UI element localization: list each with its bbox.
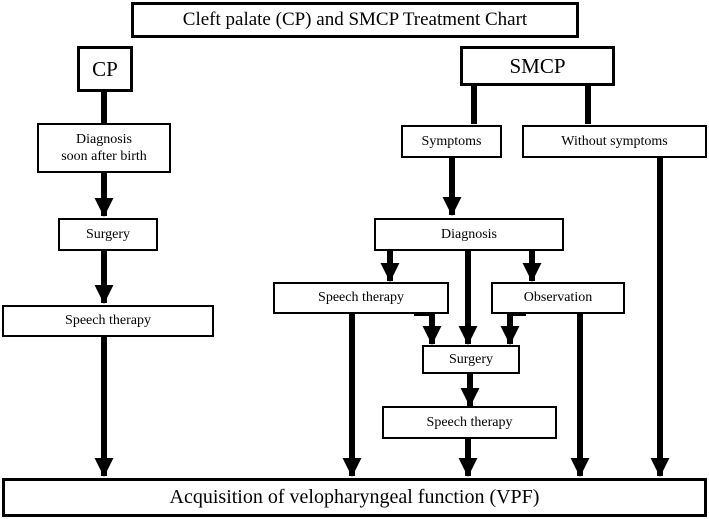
smcp-header-box: SMCP bbox=[460, 46, 615, 86]
chart-title: Cleft palate (CP) and SMCP Treatment Cha… bbox=[131, 2, 579, 38]
cp-diagnosis-label: Diagnosis soon after birth bbox=[61, 131, 147, 165]
smcp-without-symptoms-box: Without symptoms bbox=[522, 125, 707, 158]
smcp-observation-label: Observation bbox=[523, 290, 593, 306]
smcp-surgery-box: Surgery bbox=[422, 345, 520, 374]
smcp-observation-box: Observation bbox=[491, 282, 625, 314]
smcp-symptoms-label: Symptoms bbox=[421, 133, 482, 149]
smcp-symptoms-box: Symptoms bbox=[401, 125, 502, 158]
cp-speech-therapy-box: Speech therapy bbox=[2, 305, 214, 337]
elbow-observation-to-surgery bbox=[500, 310, 526, 345]
cp-surgery-box: Surgery bbox=[58, 218, 158, 251]
smcp-header-label: SMCP bbox=[509, 53, 566, 78]
smcp-surgery-label: Surgery bbox=[448, 351, 494, 367]
smcp-diagnosis-label: Diagnosis bbox=[441, 226, 497, 242]
smcp-final-speech-therapy-box: Speech therapy bbox=[382, 406, 557, 439]
chart-title-text: Cleft palate (CP) and SMCP Treatment Cha… bbox=[182, 9, 528, 31]
elbow-speech-therapy-to-surgery bbox=[414, 310, 442, 345]
smcp-without-symptoms-label: Without symptoms bbox=[561, 133, 668, 149]
cp-speech-therapy-label: Speech therapy bbox=[65, 313, 151, 329]
smcp-final-speech-therapy-label: Speech therapy bbox=[426, 414, 513, 430]
cp-header-box: CP bbox=[77, 46, 133, 92]
smcp-speech-therapy-box: Speech therapy bbox=[273, 282, 449, 314]
smcp-speech-therapy-label: Speech therapy bbox=[318, 290, 404, 306]
cp-header-label: CP bbox=[92, 56, 118, 81]
vpf-outcome-box: Acquisition of velopharyngeal function (… bbox=[2, 478, 707, 517]
cp-surgery-label: Surgery bbox=[85, 226, 131, 242]
smcp-diagnosis-box: Diagnosis bbox=[374, 218, 564, 251]
cp-diagnosis-box: Diagnosis soon after birth bbox=[37, 123, 171, 173]
vpf-outcome-label: Acquisition of velopharyngeal function (… bbox=[169, 486, 540, 508]
